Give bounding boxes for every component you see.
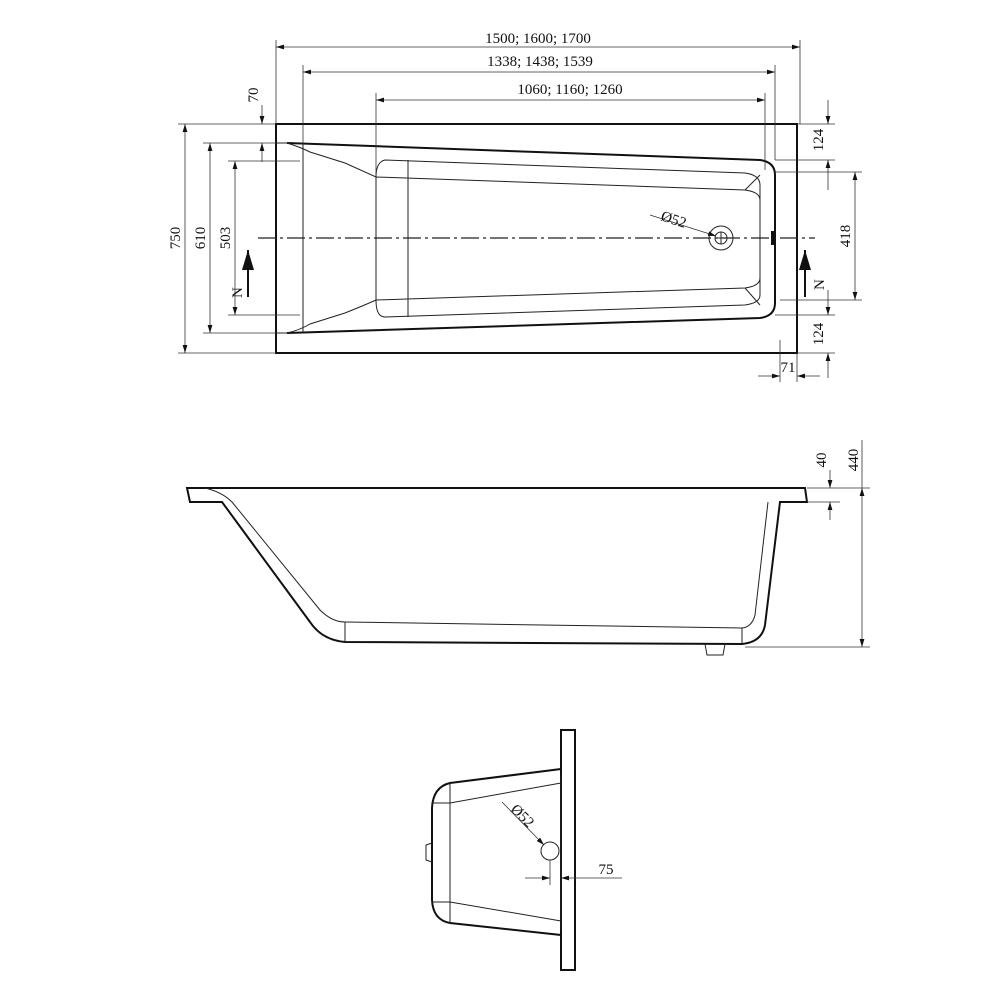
dim-inner-width: 610	[193, 227, 209, 250]
top-view: Ø52 1500; 1600; 1700 1338; 1438; 1539 10…	[168, 31, 862, 382]
drain-icon	[708, 225, 734, 251]
dim-overall-length: 1500; 1600; 1700	[485, 31, 591, 47]
dim-rim-top-right: 124	[811, 128, 827, 151]
section-mark-right: N	[812, 279, 828, 290]
side-view: 40 440	[185, 440, 870, 656]
dim-bottom-width: 503	[218, 227, 234, 250]
end-view: Ø52 75	[425, 729, 622, 971]
dim-bottom-length: 1060; 1160; 1260	[517, 82, 622, 98]
dim-height: 440	[846, 449, 862, 472]
dim-rim-thickness: 40	[814, 453, 830, 468]
section-mark-left: N	[230, 287, 246, 298]
drain-diameter-label: Ø52	[659, 209, 689, 232]
dim-rim-bottom-right: 124	[811, 322, 827, 345]
dim-inner-length: 1338; 1438; 1539	[487, 54, 593, 70]
tub-end-outline	[431, 768, 562, 936]
dim-rim-left: 70	[246, 88, 262, 103]
overflow-diameter-label: Ø52	[507, 802, 537, 832]
drain-outlet	[704, 643, 726, 656]
dim-overflow-offset: 75	[599, 862, 614, 878]
dim-rim-end: 71	[781, 360, 796, 376]
dim-width: 750	[168, 227, 184, 250]
tub-side-outline	[185, 487, 809, 646]
end-flange	[560, 729, 576, 971]
dim-drain-spacing: 418	[838, 225, 854, 248]
